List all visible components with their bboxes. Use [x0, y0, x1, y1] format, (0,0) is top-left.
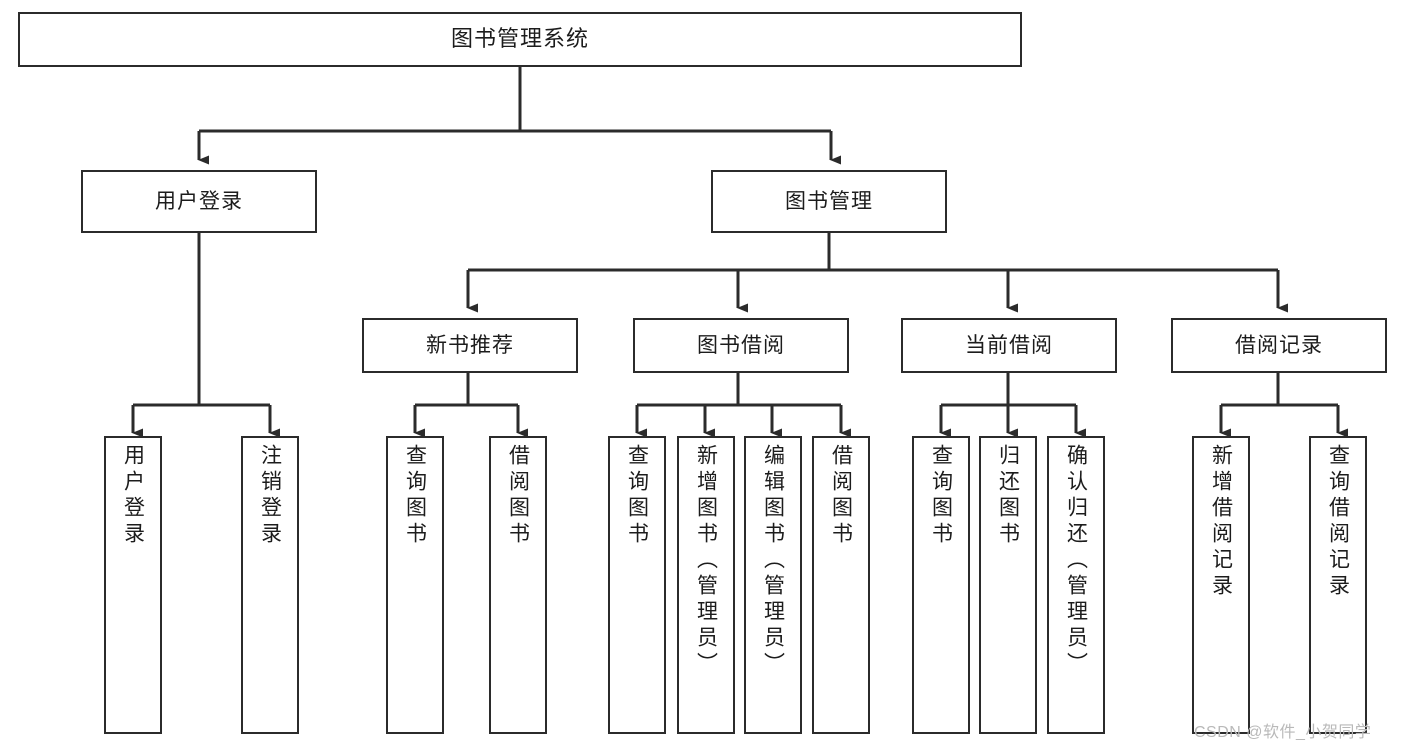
- node-label: 编辑图书（管理员）: [761, 444, 785, 678]
- node-label: 图书借阅: [697, 333, 785, 357]
- node-label: 查询图书: [403, 444, 427, 548]
- node-new-book-recommend[interactable]: 新书推荐: [362, 318, 578, 373]
- node-label: 查询借阅记录: [1326, 444, 1350, 600]
- leaf-borrow-book-recommend[interactable]: 借阅图书: [489, 436, 547, 734]
- node-label: 图书管理: [785, 189, 873, 213]
- node-book-borrow[interactable]: 图书借阅: [633, 318, 849, 373]
- node-label: 图书管理系统: [450, 26, 589, 52]
- node-label: 用户登录: [155, 189, 243, 213]
- leaf-query-book-current[interactable]: 查询图书: [912, 436, 970, 734]
- csdn-watermark: CSDN @软件_小贺同学: [1194, 724, 1372, 741]
- leaf-edit-book-admin[interactable]: 编辑图书（管理员）: [744, 436, 802, 734]
- leaf-return-book[interactable]: 归还图书: [979, 436, 1037, 734]
- node-label: 新增图书（管理员）: [694, 444, 718, 678]
- node-label: 注销登录: [258, 444, 282, 548]
- node-label: 确认归还（管理员）: [1064, 444, 1088, 678]
- leaf-query-book-borrow[interactable]: 查询图书: [608, 436, 666, 734]
- node-label: 新书推荐: [426, 333, 514, 357]
- node-label: 查询图书: [625, 444, 649, 548]
- leaf-confirm-return-admin[interactable]: 确认归还（管理员）: [1047, 436, 1105, 734]
- node-borrow-record[interactable]: 借阅记录: [1171, 318, 1387, 373]
- leaf-user-login[interactable]: 用户登录: [104, 436, 162, 734]
- node-label: 新增借阅记录: [1209, 444, 1233, 600]
- node-label: 当前借阅: [965, 333, 1053, 357]
- leaf-add-borrow-record[interactable]: 新增借阅记录: [1192, 436, 1250, 734]
- node-label: 借阅图书: [506, 444, 530, 548]
- node-current-borrow[interactable]: 当前借阅: [901, 318, 1117, 373]
- leaf-logout[interactable]: 注销登录: [241, 436, 299, 734]
- node-root-system[interactable]: 图书管理系统: [18, 12, 1022, 67]
- leaf-borrow-book[interactable]: 借阅图书: [812, 436, 870, 734]
- leaf-query-borrow-record[interactable]: 查询借阅记录: [1309, 436, 1367, 734]
- node-label: 借阅图书: [829, 444, 853, 548]
- node-book-management[interactable]: 图书管理: [711, 170, 947, 233]
- node-label: 用户登录: [121, 444, 145, 548]
- leaf-add-book-admin[interactable]: 新增图书（管理员）: [677, 436, 735, 734]
- leaf-query-book-recommend[interactable]: 查询图书: [386, 436, 444, 734]
- node-label: 归还图书: [996, 444, 1020, 548]
- node-user-login[interactable]: 用户登录: [81, 170, 317, 233]
- node-label: 借阅记录: [1235, 333, 1323, 357]
- node-label: 查询图书: [929, 444, 953, 548]
